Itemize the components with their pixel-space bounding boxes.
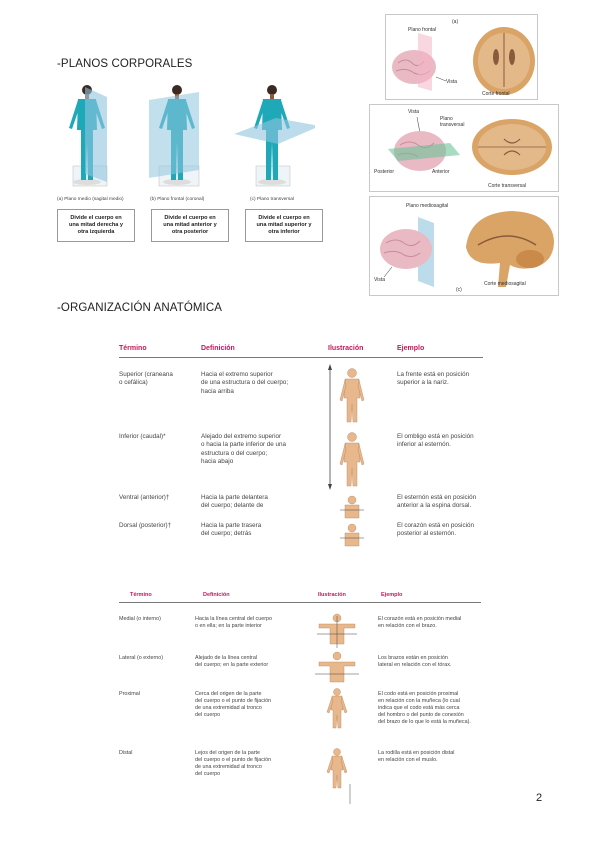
brain-panel-a-letter: (a) [452, 19, 459, 25]
table2-row1-term: Medial (o interno) [119, 616, 161, 622]
planes-heading: -PLANOS CORPORALES [57, 58, 193, 70]
table2-row4-term: Distal [119, 750, 133, 756]
table1-row3-example: El esternón está en posición anterior a … [397, 494, 477, 510]
brain-panel-c-section: Corte mediosagital [484, 281, 526, 287]
table2-header-illustration: Ilustración [318, 592, 346, 598]
brain-panel-b-posterior: Posterior [374, 169, 395, 175]
brain-panel-c-plane: Plano mediosagital [406, 203, 449, 209]
table1-row4-example: El corazón está en posición posterior al… [397, 522, 475, 538]
brain-panel-frontal: (a) Plano frontal Vista Corte frontal [385, 14, 538, 100]
table2-row1-example: El corazón está en posición medial en re… [378, 616, 462, 630]
table2-row3-definition: Cerca del origen de la parte del cuerpo … [195, 691, 272, 719]
brain-panel-b-section: Corte transversal [488, 183, 527, 189]
table1-row2-term: Inferior (caudal)* [119, 433, 166, 440]
plane-caption-c: (c) Plano transversal [250, 197, 294, 202]
table2-row2-example: Los brazos están en posición lateral en … [378, 655, 452, 669]
table1-row1-example: La frente está en posición superior a la… [397, 371, 470, 387]
body-planes-illustration [57, 82, 320, 194]
table2-row4-example: La rodilla está en posición distal en re… [378, 750, 455, 764]
plane-description-b: Divide el cuerpo en una mitad anterior y… [151, 209, 229, 242]
table2-row2-definition: Alejado de la línea central del cuerpo; … [195, 655, 269, 669]
table1-row3-definition: Hacia la parte delantera del cuerpo; del… [201, 494, 268, 510]
table1-header-illustration: Ilustración [328, 345, 364, 352]
brain-panel-b-view: Vista [408, 109, 420, 115]
table1-header-rule [119, 357, 483, 358]
table1-row1-definition: Hacia el extremo superior de una estruct… [201, 371, 289, 395]
brain-panel-c-view: Vista [374, 277, 386, 283]
brain-panel-a-plane: Plano frontal [408, 27, 437, 33]
table1-header-term: Término [119, 345, 147, 352]
table1-header-example: Ejemplo [397, 345, 425, 352]
table1-row3-term: Ventral (anterior)† [119, 494, 170, 501]
plane-description-c: Divide el cuerpo en una mitad superior y… [245, 209, 323, 242]
table1-row1-term: Superior (craneana o cefálica) [119, 371, 173, 387]
brain-panel-b-plane: Plano transversal [440, 116, 465, 128]
brain-panel-transverse: Vista Plano transversal Posterior Anteri… [369, 104, 559, 192]
table2-header-rule [119, 602, 481, 603]
brain-panel-midsagittal: Plano mediosagital Vista (c) Corte medio… [369, 196, 559, 296]
table1-illustrations [322, 362, 382, 552]
organization-heading: -ORGANIZACIÓN ANATÓMICA [57, 302, 223, 314]
brain-panel-a-section: Corte frontal [482, 91, 510, 97]
table2-header-term: Término [130, 592, 152, 598]
table2-row4-definition: Lejos del origen de la parte del cuerpo … [195, 750, 272, 778]
table2-header-definition: Definición [203, 592, 230, 598]
brain-panel-b-anterior: Anterior [432, 169, 450, 175]
plane-caption-a: (a) Plano medio (sagital medio) [57, 197, 124, 202]
table1-row4-definition: Hacia la parte trasera del cuerpo; detrá… [201, 522, 262, 538]
table2-row1-definition: Hacia la línea central del cuerpo o en e… [195, 616, 273, 630]
table1-row4-term: Dorsal (posterior)† [119, 522, 172, 529]
table2-row2-term: Lateral (o externo) [119, 655, 164, 661]
table1-header-definition: Definición [201, 345, 235, 352]
table2-row3-example: El codo está en posición proximal en rel… [378, 691, 471, 726]
page-number: 2 [536, 792, 543, 804]
table1-row2-example: El ombligo está en posición inferior al … [397, 433, 474, 449]
brain-panel-c-letter: (c) [456, 287, 462, 293]
brain-panel-a-view: Vista [446, 79, 458, 85]
table2-row3-term: Proximal [119, 691, 140, 697]
plane-caption-b: (b) Plano frontal (coronal) [150, 197, 205, 202]
plane-description-a: Divide el cuerpo en una mitad derecha y … [57, 209, 135, 242]
table2-illustrations [312, 608, 362, 808]
table1-row2-definition: Alejado del extremo superior o hacia la … [201, 433, 287, 465]
table2-header-example: Ejemplo [381, 592, 403, 598]
